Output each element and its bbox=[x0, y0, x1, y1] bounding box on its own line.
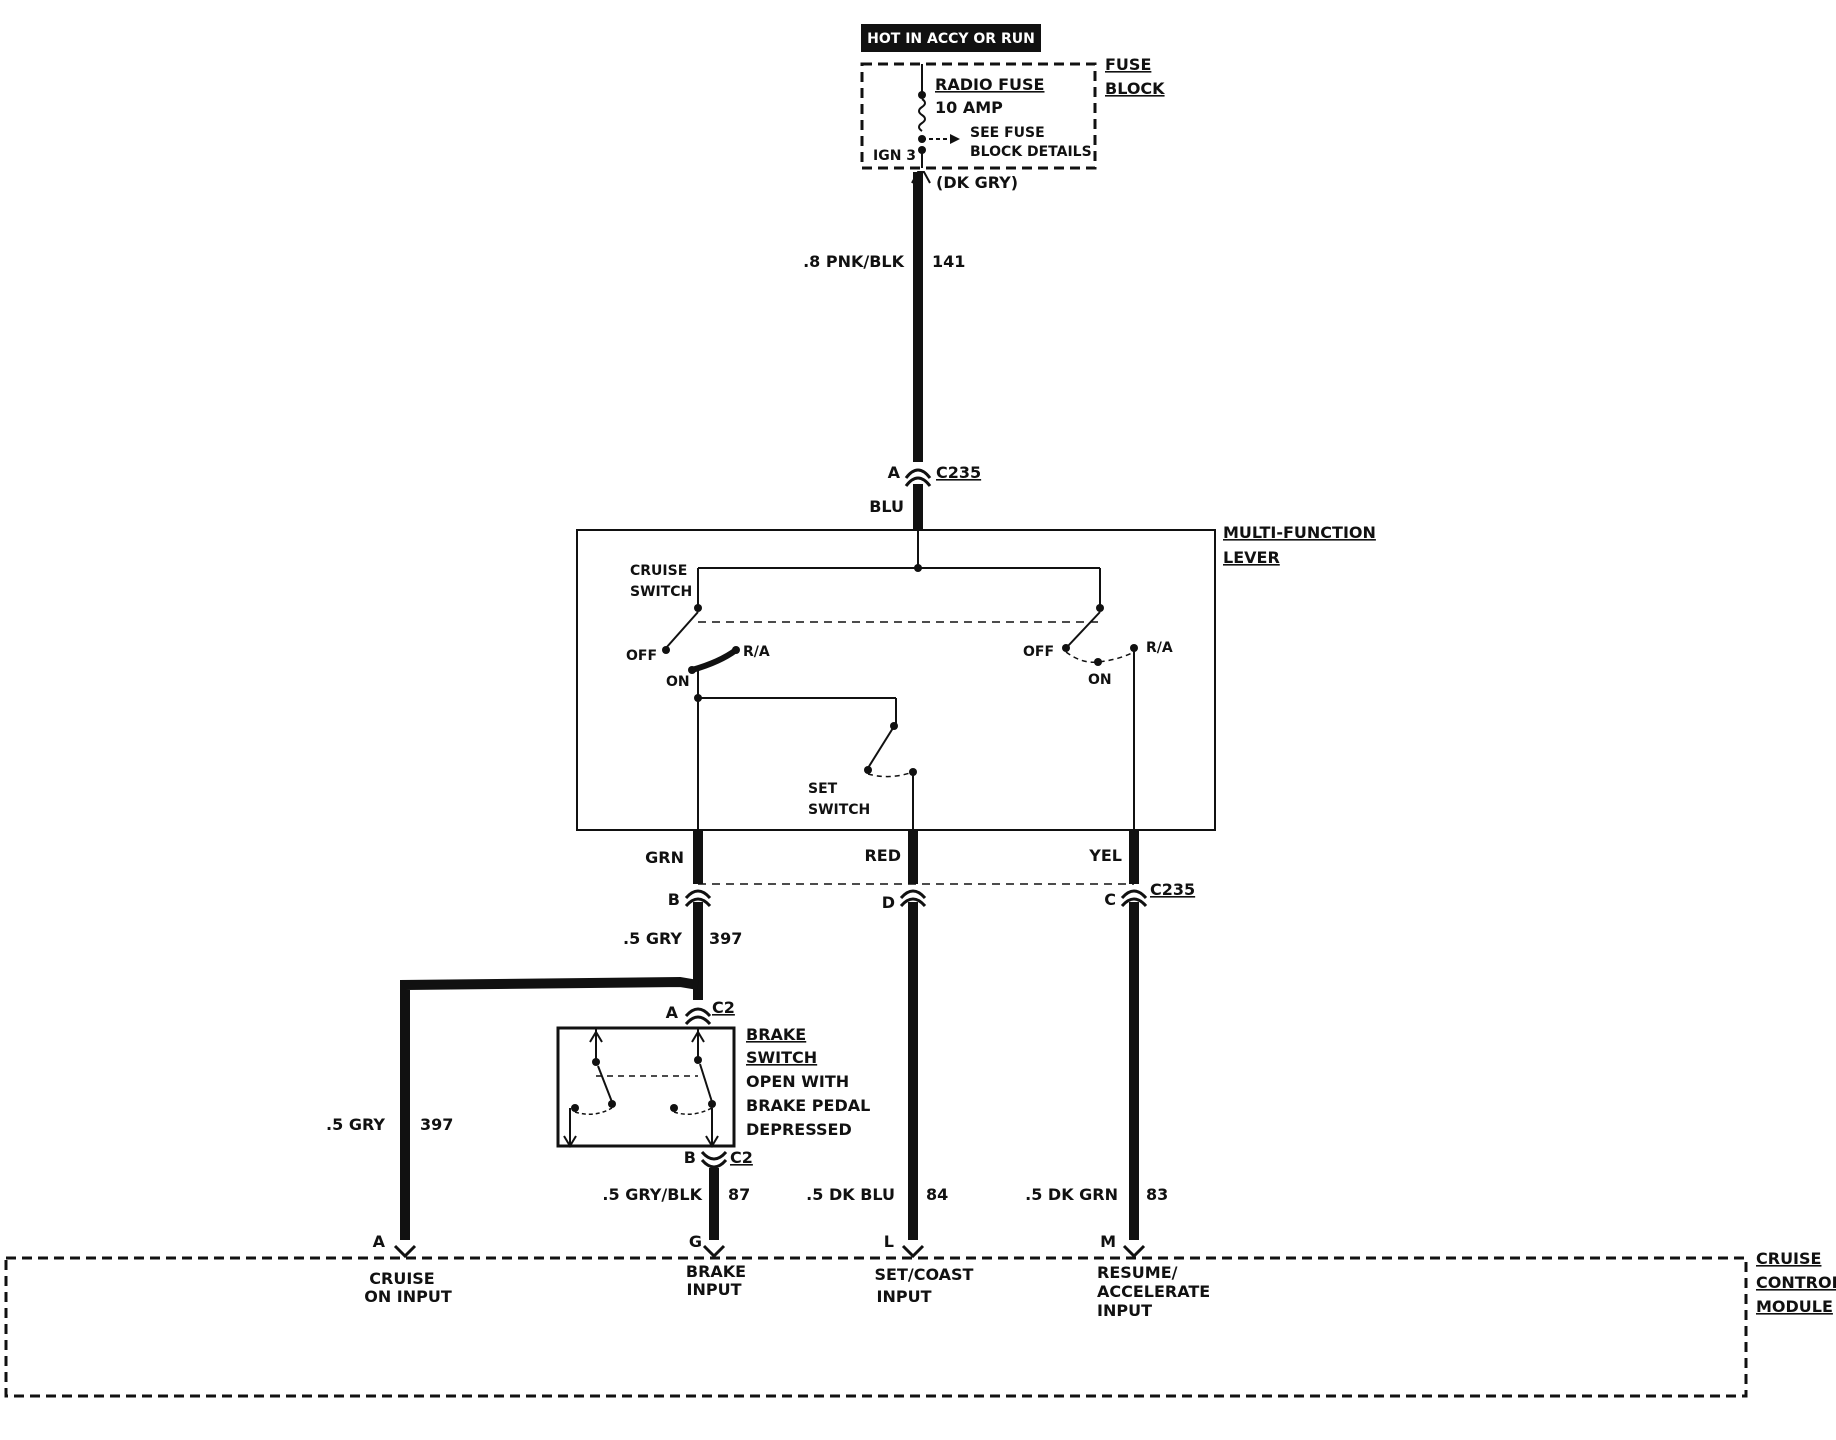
input-set-coast-line1: SET/COAST bbox=[875, 1265, 974, 1284]
fuse-element-icon bbox=[918, 98, 926, 132]
wire-397-lower: .5 GRY 397 bbox=[326, 1115, 453, 1134]
right-on-label: ON bbox=[1088, 672, 1112, 688]
see-fuse-line2: BLOCK DETAILS bbox=[970, 144, 1092, 160]
brake-switch-pin-b: B bbox=[684, 1148, 696, 1167]
cruise-switch-label-line2: SWITCH bbox=[630, 584, 692, 600]
connector-c235-bottom: B D C C235 bbox=[668, 880, 1195, 912]
see-details-arrow-icon bbox=[950, 134, 960, 144]
input-resume-line2: ACCELERATE bbox=[1097, 1282, 1210, 1301]
cruise-control-module: A G L M CRUISE ON INPUT BRAKE INPUT SET/… bbox=[4, 1232, 1836, 1398]
wire-83-circuit: 83 bbox=[1146, 1185, 1168, 1204]
left-on-label: ON bbox=[666, 674, 690, 690]
cruise-switch-label-line1: CRUISE bbox=[630, 563, 687, 579]
brake-switch-desc-line2: BRAKE PEDAL bbox=[746, 1096, 870, 1115]
input-resume-line3: INPUT bbox=[1097, 1301, 1152, 1320]
module-pin-m: M bbox=[1100, 1232, 1116, 1251]
brake-switch-pin-a: A bbox=[666, 1003, 679, 1022]
brake-switch-title-line2: SWITCH bbox=[746, 1048, 817, 1067]
c235-top-name: C235 bbox=[936, 463, 981, 482]
set-switch-label-line2: SWITCH bbox=[808, 802, 870, 818]
feed-wire-gauge-color: .8 PNK/BLK bbox=[803, 252, 905, 271]
connector-c235-top: A C235 BLU bbox=[869, 463, 981, 530]
c235-top-pin: A bbox=[888, 463, 901, 482]
input-brake-line1: BRAKE bbox=[686, 1262, 746, 1281]
module-pin-l: L bbox=[884, 1232, 894, 1251]
input-set-coast-line2: INPUT bbox=[877, 1287, 932, 1306]
module-title-line3: MODULE bbox=[1756, 1297, 1833, 1316]
c235-top-wire-color: BLU bbox=[869, 497, 904, 516]
fuse-block: RADIO FUSE 10 AMP SEE FUSE BLOCK DETAILS… bbox=[860, 55, 1165, 170]
wire-397-upper-circuit: 397 bbox=[709, 929, 742, 948]
c235-bottom-name: C235 bbox=[1150, 880, 1195, 899]
brake-switch-desc-line3: DEPRESSED bbox=[746, 1120, 852, 1139]
wire-87-gauge: .5 GRY/BLK bbox=[602, 1185, 702, 1204]
input-cruise-on-line2: ON INPUT bbox=[364, 1287, 452, 1306]
input-cruise-on-line1: CRUISE bbox=[369, 1269, 434, 1288]
power-source-label: HOT IN ACCY OR RUN bbox=[861, 24, 1041, 52]
red-wire-label: RED bbox=[864, 846, 901, 865]
set-switch-label-line1: SET bbox=[808, 781, 838, 797]
lever-title-line2: LEVER bbox=[1223, 548, 1280, 567]
wire-397-lower-gauge: .5 GRY bbox=[326, 1115, 385, 1134]
wire-87: .5 GRY/BLK 87 bbox=[602, 1168, 750, 1240]
lever-title-line1: MULTI-FUNCTION bbox=[1223, 523, 1376, 542]
module-title-line1: CRUISE bbox=[1756, 1249, 1821, 1268]
cruise-switch-right: OFF R/A ON bbox=[1023, 611, 1173, 830]
cruise-switch-left: CRUISE SWITCH OFF R/A ON bbox=[626, 563, 770, 702]
left-off-label: OFF bbox=[626, 648, 657, 664]
yel-wire-label: YEL bbox=[1088, 846, 1122, 865]
c235-bottom-pin-b: B bbox=[668, 890, 680, 909]
see-fuse-line1: SEE FUSE bbox=[970, 125, 1045, 141]
fuse-terminal: IGN 3 bbox=[873, 148, 916, 164]
feed-wire-circuit: 141 bbox=[932, 252, 965, 271]
brake-switch-connector-top: C2 bbox=[712, 998, 735, 1017]
right-ra-label: R/A bbox=[1146, 640, 1173, 656]
fuse-rating: 10 AMP bbox=[935, 98, 1003, 117]
wire-83: .5 DK GRN 83 bbox=[1025, 902, 1168, 1240]
c235-bottom-pin-c: C bbox=[1104, 890, 1116, 909]
brake-switch-connector-bottom: C2 bbox=[730, 1148, 753, 1167]
fuse-output-color: (DK GRY) bbox=[936, 173, 1018, 192]
grn-wire-label: GRN bbox=[645, 848, 684, 867]
wire-397-lower-circuit: 397 bbox=[420, 1115, 453, 1134]
wire-397-upper: .5 GRY 397 bbox=[400, 902, 742, 1240]
right-off-label: OFF bbox=[1023, 644, 1054, 660]
wire-83-gauge: .5 DK GRN bbox=[1025, 1185, 1118, 1204]
brake-switch-title-line1: BRAKE bbox=[746, 1025, 806, 1044]
feed-wire-141: (DK GRY) .8 PNK/BLK 141 bbox=[803, 171, 1018, 462]
left-ra-label: R/A bbox=[743, 644, 770, 660]
fuse-name: RADIO FUSE bbox=[935, 75, 1044, 94]
brake-switch: A C2 BRAKE SWITCH OPEN WITH BRAKE PEDAL … bbox=[556, 998, 870, 1169]
power-source-text: HOT IN ACCY OR RUN bbox=[867, 31, 1035, 47]
fuse-block-title-line1: FUSE bbox=[1105, 55, 1151, 74]
lever-output-wires: GRN RED YEL bbox=[645, 830, 1139, 884]
module-pin-a: A bbox=[373, 1232, 386, 1251]
multifunction-lever: MULTI-FUNCTION LEVER CRUISE SWITCH OFF R… bbox=[576, 523, 1376, 831]
wire-84-gauge: .5 DK BLU bbox=[806, 1185, 895, 1204]
fuse-block-title-line2: BLOCK bbox=[1105, 79, 1165, 98]
wire-397-upper-gauge: .5 GRY bbox=[623, 929, 682, 948]
wire-87-circuit: 87 bbox=[728, 1185, 750, 1204]
c235-bottom-pin-d: D bbox=[882, 893, 895, 912]
brake-switch-desc-line1: OPEN WITH bbox=[746, 1072, 849, 1091]
module-title-line2: CONTROL bbox=[1756, 1273, 1836, 1292]
wire-84-circuit: 84 bbox=[926, 1185, 948, 1204]
input-brake-line2: INPUT bbox=[687, 1280, 742, 1299]
set-switch: SET SWITCH bbox=[698, 697, 917, 830]
module-pin-g: G bbox=[689, 1232, 702, 1251]
input-resume-line1: RESUME/ bbox=[1097, 1263, 1178, 1282]
wire-84: .5 DK BLU 84 bbox=[806, 902, 948, 1240]
